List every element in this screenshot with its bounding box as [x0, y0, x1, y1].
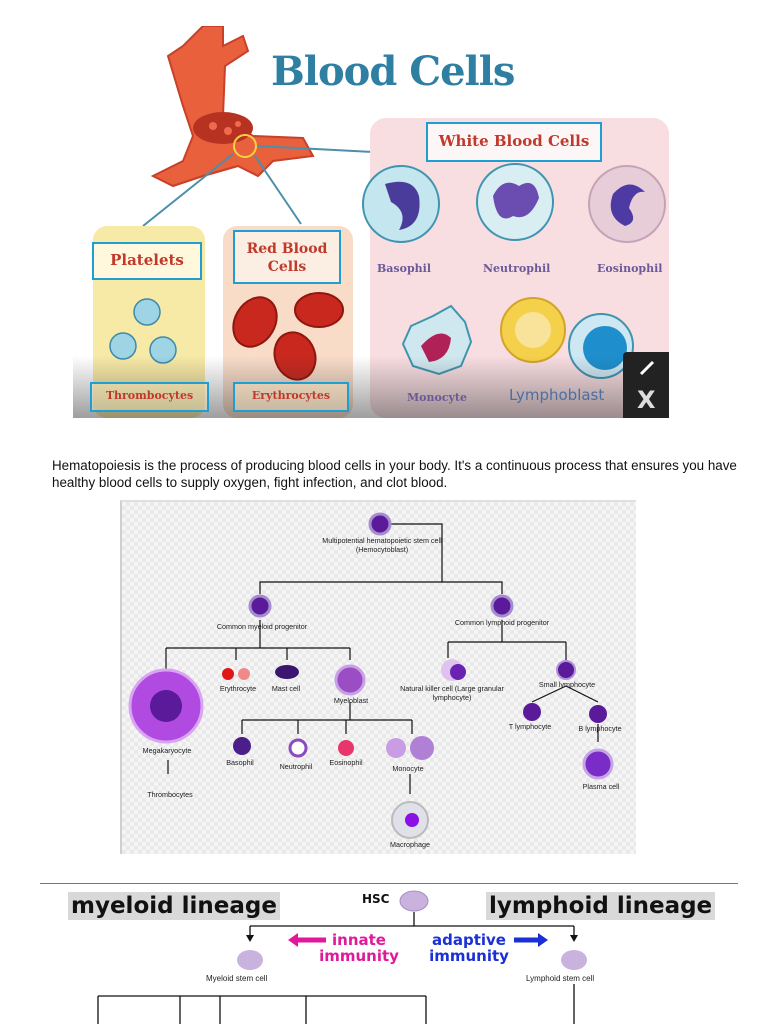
nk-cell-label: Natural killer cell (Large granular lymp…: [400, 684, 504, 702]
myeloid-progenitor-dot: [248, 594, 272, 618]
myeloid-lineage-title: myeloid lineage: [68, 892, 280, 920]
stem-cell-label: Multipotential hematopoietic stem cell (…: [322, 536, 442, 554]
neutrophil-caption: Neutrophil: [483, 262, 551, 275]
basophil-label: Basophil: [226, 758, 254, 767]
rbc-label: Red Blood Cells: [233, 230, 341, 284]
lymphoid-progenitor-dot: [490, 594, 514, 618]
myeloid-progenitor-label: Common myeloid progenitor: [216, 622, 308, 631]
small-lymphocyte-label: Small lymphocyte: [538, 680, 596, 689]
plasma-cell-label: Plasma cell: [582, 782, 620, 791]
bottom-shade: [73, 356, 669, 418]
pencil-icon: X: [637, 360, 656, 414]
lymphocyte-cell: [568, 313, 634, 379]
hsc-cell: [399, 890, 429, 912]
erythrocytes-label: Erythrocytes: [233, 382, 349, 412]
basophil-cell: [362, 165, 440, 243]
adaptive-immunity-label: adaptive immunity: [429, 931, 509, 965]
lymphoid-lineage-title: lymphoid lineage: [486, 892, 716, 920]
neutrophil-cell: [476, 163, 554, 241]
b-lymphocyte-label: B lymphocyte: [578, 724, 622, 733]
diagram-cells: [128, 512, 614, 839]
svg-text:X: X: [637, 386, 656, 414]
mast-cell-label: Mast cell: [271, 684, 301, 693]
wbc-label: White Blood Cells: [426, 122, 602, 162]
innate-immunity-label: innate immunity: [319, 931, 399, 965]
platelet-cells: [109, 298, 177, 364]
edit-overlay-button[interactable]: X: [623, 352, 669, 418]
lymphoblast-cell: [500, 297, 566, 363]
hematopoiesis-diagram: Multipotential hematopoietic stem cell (…: [120, 500, 636, 854]
lymphoid-stem-label: Lymphoid stem cell: [526, 974, 595, 983]
neutrophil-label: Neutrophil: [279, 762, 313, 771]
megakaryocyte-label: Megakaryocyte: [142, 746, 192, 755]
t-lymphocyte-label: T lymphocyte: [508, 722, 552, 731]
thrombocytes-label: Thrombocytes: [90, 382, 209, 412]
platelets-label: Platelets: [92, 242, 202, 280]
monocyte-cell: [401, 304, 473, 376]
monocyte-caption: Monocyte: [407, 391, 468, 404]
lymphoid-stem-cell: [561, 950, 587, 970]
erythrocyte-label: Erythrocyte: [219, 684, 257, 693]
vessel-cutaway: [193, 112, 253, 144]
lymphoblast-caption: Lymphoblast: [509, 386, 605, 404]
hsc-label: HSC: [362, 892, 390, 906]
myeloblast-label: Myeloblast: [333, 696, 369, 705]
zoom-circle: [233, 134, 257, 158]
stem-cell-dot: [368, 512, 392, 536]
thrombocytes-label-2: Thrombocytes: [147, 790, 193, 799]
myeloid-stem-cell: [237, 950, 263, 970]
lineage-diagram: [97, 890, 587, 1024]
infographic-title: Blood Cells: [271, 48, 515, 95]
eosinophil-label: Eosinophil: [329, 758, 363, 767]
lymphoid-progenitor-label: Common lymphoid progenitor: [454, 618, 550, 627]
myeloid-stem-label: Myeloid stem cell: [206, 974, 268, 983]
diagram-lines: [128, 512, 614, 839]
red-blood-cells: [232, 292, 344, 381]
basophil-caption: Basophil: [377, 262, 432, 275]
monocyte-label: Monocyte: [392, 764, 424, 773]
eosinophil-caption: Eosinophil: [597, 262, 663, 275]
section-divider: [40, 883, 738, 884]
myeloblast-dot: [334, 664, 366, 696]
macrophage-label: Macrophage: [390, 840, 430, 849]
hematopoiesis-paragraph: Hematopoiesis is the process of producin…: [52, 458, 737, 490]
eosinophil-cell: [588, 165, 666, 243]
blood-cells-infographic: Blood Cells White Blood Cells Platelets …: [73, 26, 669, 418]
